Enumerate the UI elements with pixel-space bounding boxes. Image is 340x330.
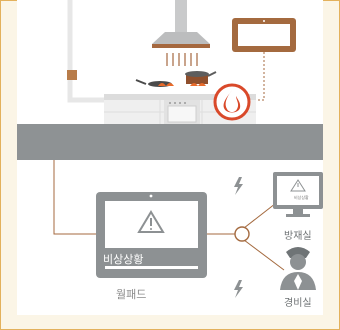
fire-icon [215, 85, 249, 119]
security-room-alert-text: 비상상황 [294, 195, 309, 201]
wallpad-label: 월패드 [116, 286, 146, 302]
junction-node [235, 227, 249, 241]
cooking-pots-icon [136, 71, 216, 87]
security-guard-icon [280, 247, 316, 290]
gas-pipe [67, 0, 110, 100]
guard-room-label: 경비실 [284, 294, 312, 309]
security-room-label: 방재실 [284, 227, 312, 242]
wallpad-alert-text: 비상상황 [103, 251, 143, 267]
range-hood-icon [152, 0, 210, 66]
